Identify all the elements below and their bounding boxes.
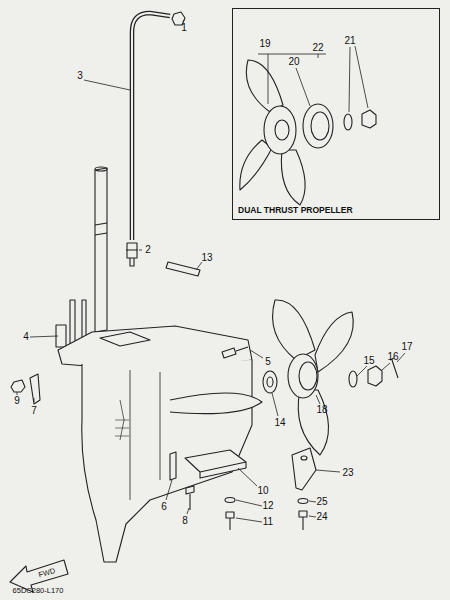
bolt bbox=[222, 347, 248, 358]
callout-number: 22 bbox=[312, 43, 323, 53]
water-pipe-inner bbox=[132, 13, 170, 240]
callout-number: 12 bbox=[262, 501, 273, 511]
inset-propeller-blade bbox=[281, 150, 305, 205]
trim-tab bbox=[292, 448, 316, 490]
callout-number: 23 bbox=[342, 468, 353, 478]
inset-title: DUAL THRUST PROPELLER bbox=[233, 205, 439, 219]
propeller-blade bbox=[273, 300, 315, 360]
spacer-bore bbox=[267, 377, 273, 387]
torpedo bbox=[170, 393, 262, 414]
callout-number: 1 bbox=[181, 23, 187, 33]
callout-number: 17 bbox=[401, 342, 412, 352]
leader-lines bbox=[17, 20, 405, 522]
inset-propeller-blade bbox=[240, 140, 272, 190]
callout-number: 2 bbox=[145, 245, 151, 255]
shaft-end bbox=[95, 167, 107, 171]
propeller-blade bbox=[298, 390, 328, 455]
callout-number: 25 bbox=[316, 497, 327, 507]
callout-number: 8 bbox=[182, 516, 188, 526]
thrust-hub bbox=[303, 104, 333, 148]
intake-slots bbox=[115, 420, 129, 436]
callout-number: 6 bbox=[161, 502, 167, 512]
anode bbox=[185, 450, 246, 478]
callout-number: 5 bbox=[265, 357, 271, 367]
callout-number: 10 bbox=[257, 486, 268, 496]
bolt bbox=[299, 511, 307, 530]
callout-number: 9 bbox=[14, 396, 20, 406]
stud bbox=[82, 300, 86, 340]
water-inlet-cover bbox=[166, 262, 200, 276]
screw bbox=[186, 486, 194, 510]
washer bbox=[298, 499, 308, 504]
callout-number: 24 bbox=[316, 512, 327, 522]
inset-washer bbox=[344, 114, 352, 130]
drive-shaft bbox=[95, 168, 107, 332]
bolt bbox=[170, 452, 176, 480]
callout-number: 20 bbox=[288, 57, 299, 67]
gear-case bbox=[82, 360, 252, 562]
bracket bbox=[30, 374, 40, 404]
propeller-blade bbox=[315, 312, 353, 372]
grommet bbox=[126, 243, 138, 258]
inset-propeller-hub bbox=[264, 106, 296, 154]
callout-number: 16 bbox=[387, 352, 398, 362]
washer bbox=[225, 498, 235, 503]
callout-number: 7 bbox=[31, 406, 37, 416]
shaft-spline bbox=[95, 223, 107, 235]
callout-number: 21 bbox=[344, 36, 355, 46]
bolt bbox=[226, 512, 234, 530]
inset-nut bbox=[362, 110, 376, 128]
inset-hub-bore bbox=[275, 120, 289, 140]
inset-propeller-blade bbox=[246, 60, 283, 112]
spacer bbox=[263, 371, 277, 393]
shaft-housing-pad bbox=[100, 332, 150, 346]
nut bbox=[11, 380, 25, 392]
washer bbox=[349, 371, 357, 387]
callout-number: 4 bbox=[23, 332, 29, 342]
stud bbox=[70, 300, 75, 345]
callout-number: 3 bbox=[77, 71, 83, 81]
propeller-bore bbox=[299, 362, 317, 390]
trim-tab-hole bbox=[301, 456, 307, 460]
callout-number: 15 bbox=[363, 356, 374, 366]
callout-number: 18 bbox=[316, 405, 327, 415]
callout-number: 19 bbox=[259, 39, 270, 49]
grommet-tip bbox=[130, 258, 134, 266]
propeller-nut bbox=[368, 366, 382, 386]
propeller-hub bbox=[288, 354, 318, 398]
callout-number: 11 bbox=[263, 517, 273, 527]
thrust-hub-inner bbox=[311, 112, 329, 140]
callout-number: 14 bbox=[274, 418, 285, 428]
inset-leader-lines bbox=[258, 46, 368, 112]
drawing-code: 65DC280-L170 bbox=[13, 587, 64, 595]
water-pipe bbox=[132, 13, 170, 240]
gear-case-edge bbox=[130, 370, 160, 500]
callout-number: 13 bbox=[201, 253, 212, 263]
